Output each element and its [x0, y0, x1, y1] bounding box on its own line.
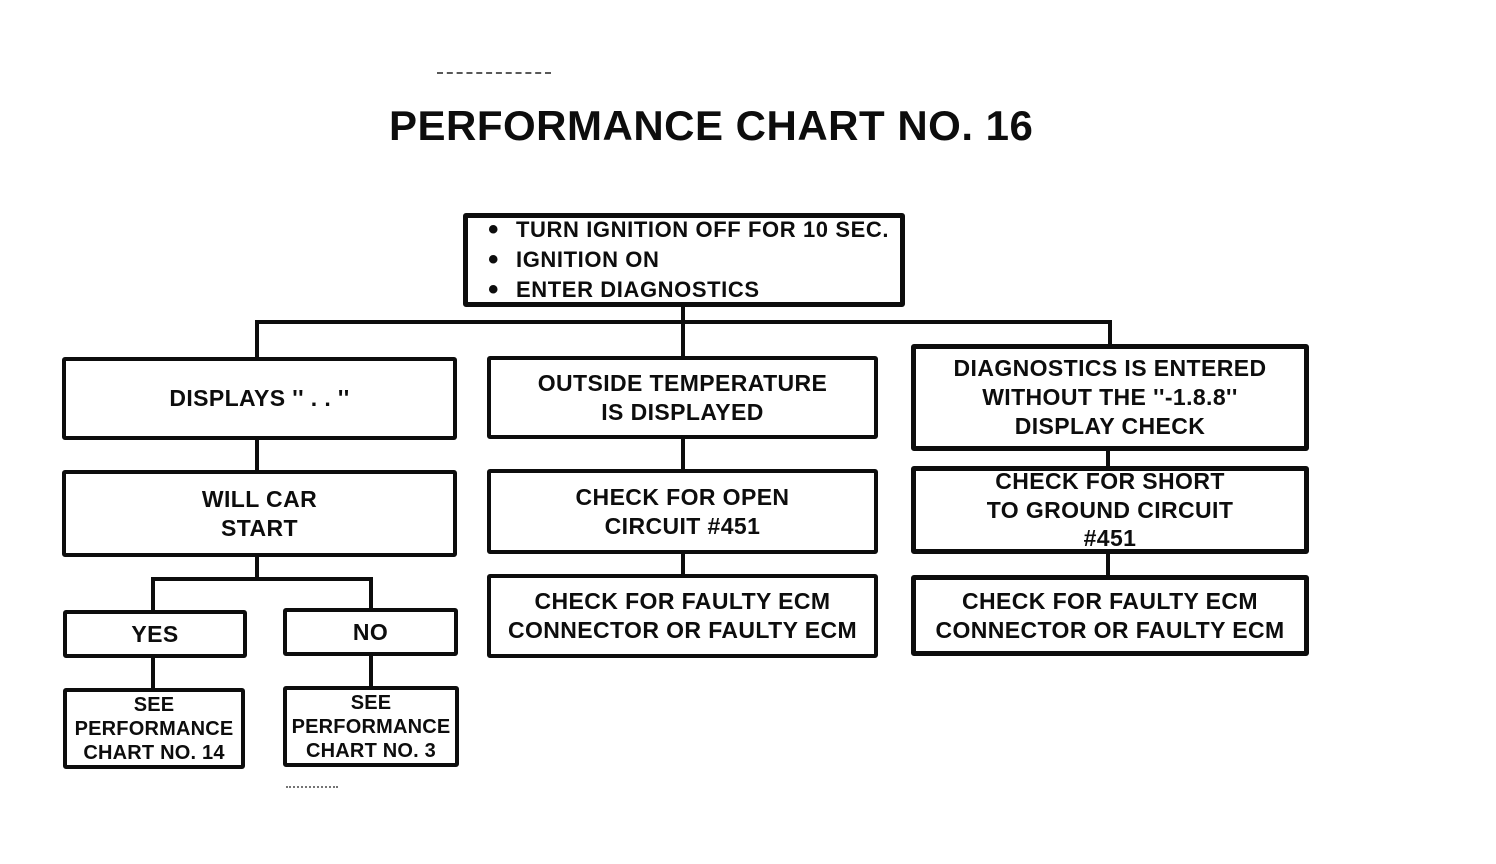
box-check-open-circuit: CHECK FOR OPEN CIRCUIT #451 — [487, 469, 878, 554]
start-step-1-label: TURN IGNITION OFF FOR 10 SEC. — [516, 217, 890, 242]
box-check-faulty-ecm-right: CHECK FOR FAULTY ECM CONNECTOR OR FAULTY… — [911, 575, 1309, 656]
outside-temperature-label: OUTSIDE TEMPERATURE IS DISPLAYED — [537, 369, 828, 425]
bullet-icon: • — [488, 243, 499, 276]
check-short-ground-label: CHECK FOR SHORT TO GROUND CIRCUIT #451 — [986, 467, 1234, 552]
box-check-short-ground: CHECK FOR SHORT TO GROUND CIRCUIT #451 — [911, 466, 1309, 554]
connector-right-2 — [1106, 552, 1110, 578]
box-no: NO — [283, 608, 458, 656]
bullet-icon: • — [488, 213, 499, 246]
will-car-start-label: WILL CAR START — [201, 485, 318, 541]
no-label: NO — [352, 618, 389, 645]
box-displays-condition: DISPLAYS '' . . '' — [62, 357, 457, 440]
start-step-3: • ENTER DIAGNOSTICS — [482, 273, 900, 306]
connector-drop-middle — [681, 320, 685, 360]
connector-left-split-stem — [255, 555, 259, 579]
start-box: • TURN IGNITION OFF FOR 10 SEC. • IGNITI… — [463, 213, 905, 307]
check-faulty-ecm-middle-label: CHECK FOR FAULTY ECM CONNECTOR OR FAULTY… — [507, 588, 858, 643]
connector-left-split-bar — [151, 577, 373, 581]
box-see-chart-14: SEE PERFORMANCE CHART NO. 14 — [63, 688, 245, 769]
box-outside-temperature: OUTSIDE TEMPERATURE IS DISPLAYED — [487, 356, 878, 439]
connector-drop-left — [255, 320, 259, 360]
box-see-chart-3: SEE PERFORMANCE CHART NO. 3 — [283, 686, 459, 767]
scan-artifact-dashes — [437, 72, 551, 74]
see-chart-3-label: SEE PERFORMANCE CHART NO. 3 — [291, 691, 451, 762]
connector-no-drop — [369, 577, 373, 611]
see-chart-14-label: SEE PERFORMANCE CHART NO. 14 — [74, 693, 234, 764]
check-faulty-ecm-right-label: CHECK FOR FAULTY ECM CONNECTOR OR FAULTY… — [935, 587, 1285, 643]
scan-artifact-dots — [286, 786, 338, 788]
connector-middle-1 — [681, 437, 685, 472]
box-diagnostics-entered: DIAGNOSTICS IS ENTERED WITHOUT THE ''-1.… — [911, 344, 1309, 451]
displays-condition-label: DISPLAYS '' . . '' — [169, 385, 350, 412]
diagnostics-entered-label: DIAGNOSTICS IS ENTERED WITHOUT THE ''-1.… — [953, 355, 1267, 439]
connector-no-result — [369, 654, 373, 688]
yes-label: YES — [131, 620, 179, 647]
start-step-2: • IGNITION ON — [482, 243, 900, 276]
connector-right-1 — [1106, 449, 1110, 469]
connector-yes-drop — [151, 577, 155, 613]
start-step-1: • TURN IGNITION OFF FOR 10 SEC. — [482, 213, 900, 246]
box-check-faulty-ecm-middle: CHECK FOR FAULTY ECM CONNECTOR OR FAULTY… — [487, 574, 878, 658]
connector-start-stem — [681, 305, 685, 322]
box-will-car-start: WILL CAR START — [62, 470, 457, 557]
box-yes: YES — [63, 610, 247, 658]
page-title: PERFORMANCE CHART NO. 16 — [389, 102, 1034, 149]
connector-middle-2 — [681, 551, 685, 577]
connector-yes-result — [151, 656, 155, 690]
connector-left-1 — [255, 438, 259, 473]
bullet-icon: • — [488, 273, 499, 306]
check-open-circuit-label: CHECK FOR OPEN CIRCUIT #451 — [575, 483, 790, 539]
connector-drop-right — [1108, 320, 1112, 347]
start-step-3-label: ENTER DIAGNOSTICS — [516, 277, 760, 302]
start-step-2-label: IGNITION ON — [516, 247, 660, 272]
